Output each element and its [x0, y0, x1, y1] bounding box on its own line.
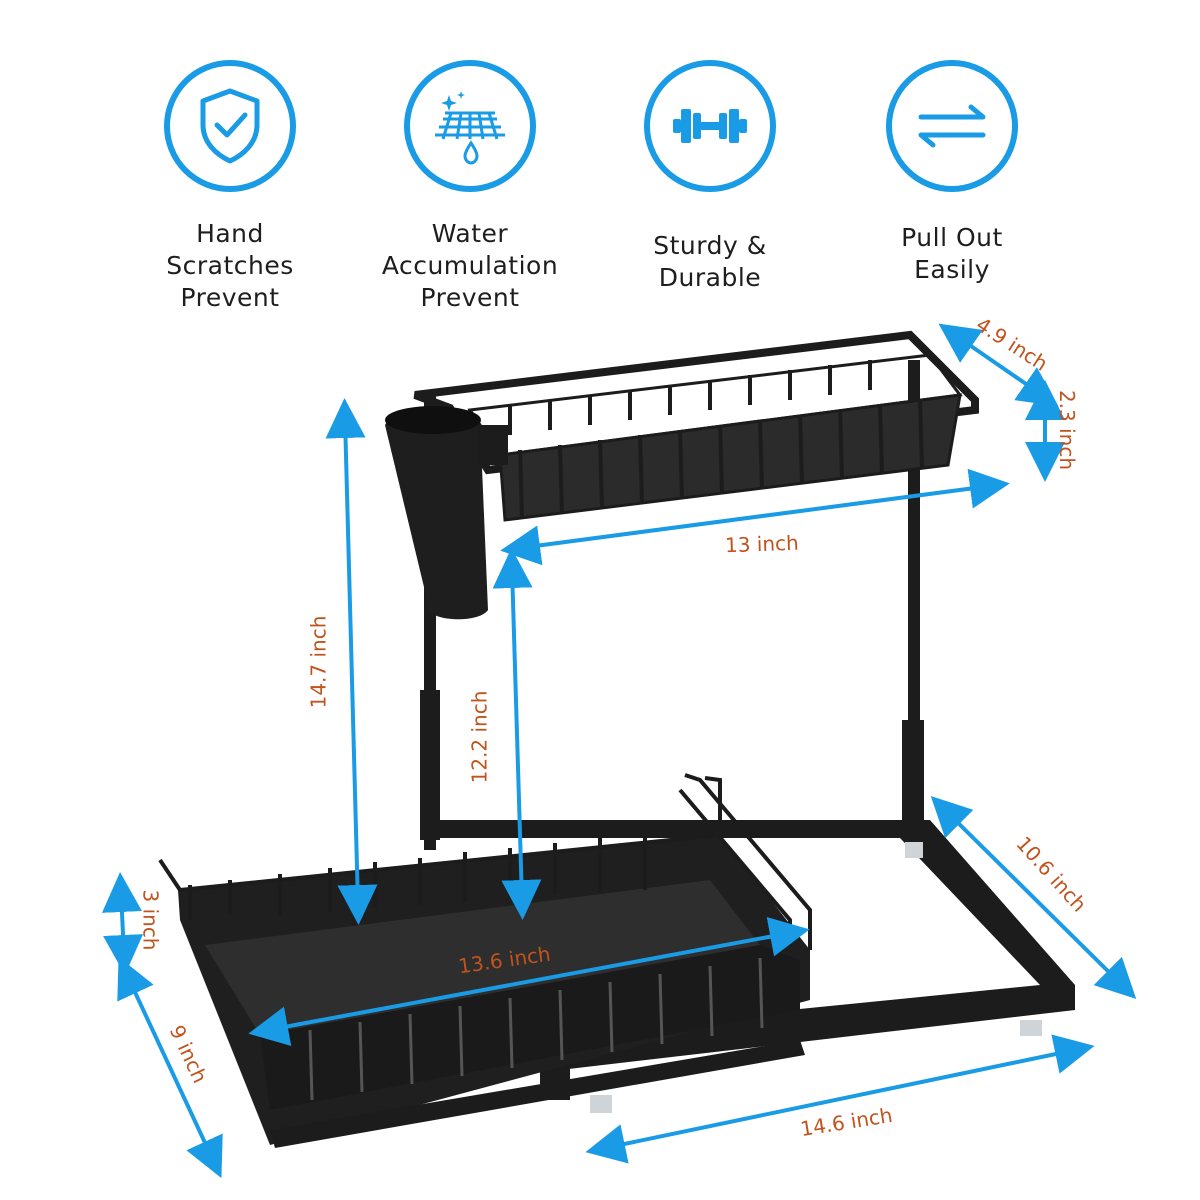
- clearance-height-arrow: [492, 548, 542, 920]
- dimension-label-bottom-height: 3 inch: [138, 889, 163, 951]
- feature-label-line: Easily: [914, 255, 990, 284]
- bottom-height-arrow: [101, 872, 144, 975]
- feature-icon-ring: [886, 60, 1018, 192]
- feature-label: Hand Scratches Prevent: [166, 218, 294, 314]
- dimension-label-top-width: 13 inch: [724, 530, 800, 558]
- mesh-water-drop-icon: [435, 91, 505, 165]
- feature-label-line: Water: [431, 219, 509, 248]
- feature-label-line: Accumulation: [381, 251, 559, 280]
- feature-icon-ring: [644, 60, 776, 192]
- base-width-arrow: [585, 1034, 1095, 1164]
- feature-label-line: Prevent: [420, 283, 520, 312]
- feature-hand-scratches: Hand Scratches Prevent: [130, 60, 330, 314]
- feature-icon-ring: [404, 60, 536, 192]
- feature-label: Sturdy & Durable: [653, 230, 766, 294]
- opposing-arrows-icon: [918, 104, 986, 148]
- top-width-arrow: [500, 468, 1010, 566]
- dumbbell-icon: [673, 109, 747, 143]
- feature-label: Pull Out Easily: [901, 222, 1003, 286]
- feature-label-line: Pull Out: [901, 223, 1003, 252]
- feature-label: Water Accumulation Prevent: [382, 218, 558, 314]
- feature-icon-ring: [164, 60, 296, 192]
- utensil-cup: [385, 406, 508, 620]
- feature-sturdy-durable: Sturdy & Durable: [610, 60, 810, 294]
- dimension-label-total-height: 14.7 inch: [306, 615, 331, 709]
- total-height-arrow: [325, 398, 378, 925]
- dimension-label-clearance-height: 12.2 inch: [467, 690, 492, 784]
- bottom-width-arrow: [248, 916, 810, 1047]
- feature-label-line: Scratches: [166, 251, 294, 280]
- feature-label-line: Hand: [196, 219, 264, 248]
- base-depth-arrow: [930, 795, 1137, 1000]
- feature-pull-out: Pull Out Easily: [852, 60, 1052, 286]
- bottom-depth-arrow: [117, 956, 223, 1179]
- feature-label-line: Durable: [658, 263, 762, 292]
- dimension-label-top-height: 2.3 inch: [1055, 389, 1080, 471]
- dimension-arrows: [101, 323, 1137, 1179]
- shield-check-icon: [200, 88, 260, 164]
- feature-water-accumulation: Water Accumulation Prevent: [370, 60, 570, 314]
- feature-label-line: Prevent: [180, 283, 280, 312]
- feature-label-line: Sturdy &: [653, 231, 767, 260]
